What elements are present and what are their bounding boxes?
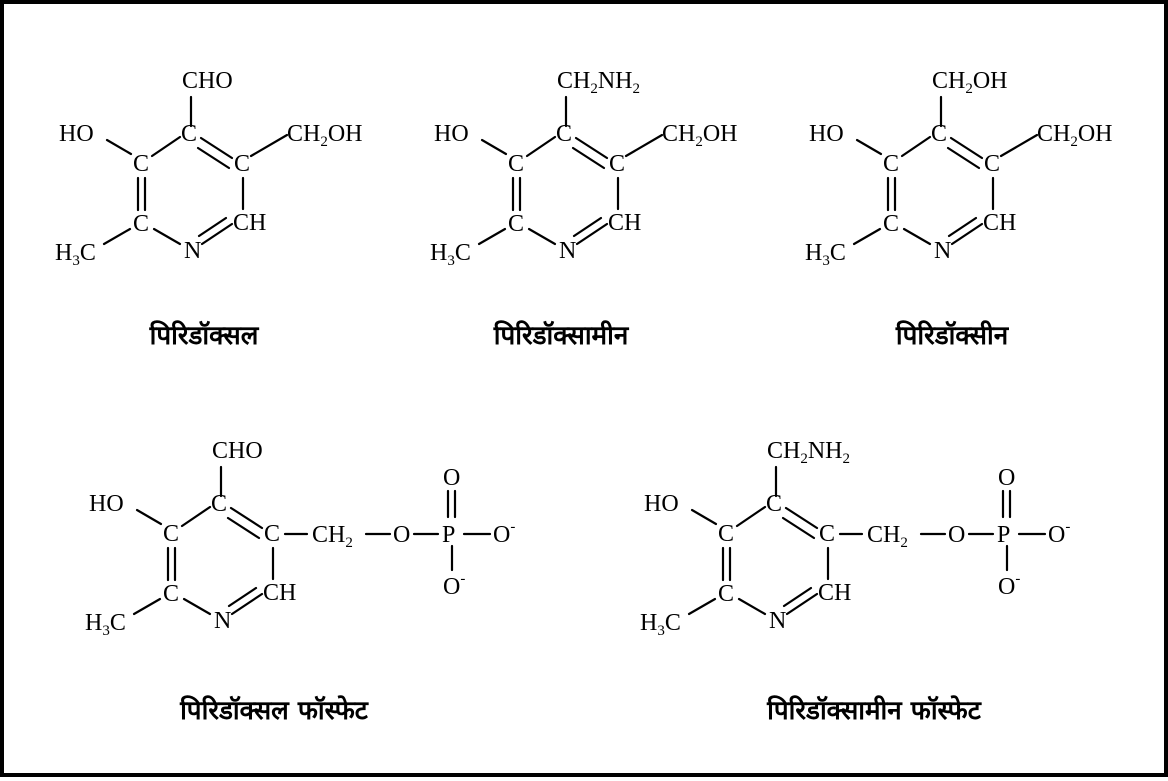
ring-atom-c2: C [163, 581, 179, 607]
caption-pyridoxal-phosphate: पिरिडॉक्सल फॉस्फेट [179, 695, 369, 726]
hydroxyl-group: HO [644, 491, 679, 517]
methylene-group: CH2 [867, 522, 908, 551]
caption-pyridoxamine-phosphate: पिरिडॉक्सामीन फॉस्फेट [766, 695, 982, 726]
ring-atom-c6: CH [263, 580, 296, 606]
hydroxyl-group: HO [809, 121, 844, 147]
molecule-pyridoxal: CHO HO C C C C N CH CH2OH H3C पिरिडॉक्सल [55, 68, 363, 351]
ring-atom-c4: C [931, 121, 947, 147]
molecule-pyridoxamine-phosphate: CH2NH2 HO C C C C N CH H3C CH2 O P O O- … [640, 438, 1070, 726]
hydroxyl-group: HO [89, 491, 124, 517]
molecule-pyridoxal-phosphate: CHO HO C C C C N CH H3C CH2 O P O O- O- [85, 438, 515, 726]
ring-atom-c3: C [133, 151, 149, 177]
side-chain-group: CH2OH [1037, 121, 1113, 150]
ring-atom-c2: C [883, 211, 899, 237]
aminomethyl-group: CH2NH2 [767, 438, 850, 467]
ring-atom-c5: C [984, 151, 1000, 177]
ring-atom-c6: CH [983, 210, 1016, 236]
methyl-group: H3C [430, 240, 471, 269]
ring-atom-c5: C [609, 151, 625, 177]
caption-pyridoxine: पिरिडॉक्सीन [895, 320, 1010, 351]
ring-atom-c3: C [718, 521, 734, 547]
ring-atom-c5: C [819, 521, 835, 547]
ester-oxygen: O [393, 522, 410, 548]
phosphoryl-oxygen: O [998, 465, 1015, 491]
hydroxyl-group: HO [59, 121, 94, 147]
anionic-oxygen-right: O- [493, 519, 515, 548]
ring-atom-c2: C [718, 581, 734, 607]
ring-atom-c4: C [556, 121, 572, 147]
caption-pyridoxamine: पिरिडॉक्सामीन [493, 320, 630, 351]
side-chain-group: CH2OH [662, 121, 738, 150]
molecule-pyridoxine: CH2OH HO C C C C N CH CH2OH H3C पिरिडॉक्… [805, 68, 1113, 351]
phosphorus-atom: P [997, 522, 1010, 548]
ring-atom-c3: C [163, 521, 179, 547]
aldehyde-group: CHO [212, 438, 263, 464]
ring-atom-c3: C [508, 151, 524, 177]
anionic-oxygen-bottom: O- [998, 571, 1020, 600]
aldehyde-group: CHO [182, 68, 233, 94]
hydroxymethyl-group: CH2OH [932, 68, 1008, 97]
structures-canvas: CHO HO C C C C N CH CH2OH H3C पिरिडॉक्सल… [55, 68, 1113, 726]
ring-atom-n1: N [769, 608, 786, 634]
ring-atom-c4: C [211, 491, 227, 517]
methyl-group: H3C [85, 610, 126, 639]
ring-atom-c6: CH [608, 210, 641, 236]
side-chain-group: CH2OH [287, 121, 363, 150]
anionic-oxygen-right: O- [1048, 519, 1070, 548]
aminomethyl-group: CH2NH2 [557, 68, 640, 97]
ring-atom-n1: N [184, 238, 201, 264]
molecule-pyridoxamine: CH2NH2 HO C C C C N CH CH2OH H3C पिरिडॉक… [430, 68, 738, 351]
phosphorus-atom: P [442, 522, 455, 548]
ring-atom-c6: CH [818, 580, 851, 606]
ring-atom-c6: CH [233, 210, 266, 236]
ring-atom-c5: C [264, 521, 280, 547]
ring-atom-n1: N [934, 238, 951, 264]
ring-atom-n1: N [214, 608, 231, 634]
ring-atom-n1: N [559, 238, 576, 264]
ring-atom-c4: C [766, 491, 782, 517]
caption-pyridoxal: पिरिडॉक्सल [149, 320, 260, 351]
ring-atom-c2: C [508, 211, 524, 237]
methyl-group: H3C [805, 240, 846, 269]
phosphoryl-oxygen: O [443, 465, 460, 491]
methyl-group: H3C [55, 240, 96, 269]
methylene-group: CH2 [312, 522, 353, 551]
ester-oxygen: O [948, 522, 965, 548]
methyl-group: H3C [640, 610, 681, 639]
ring-atom-c5: C [234, 151, 250, 177]
hydroxyl-group: HO [434, 121, 469, 147]
ring-atom-c2: C [133, 211, 149, 237]
ring-atom-c3: C [883, 151, 899, 177]
ring-atom-c4: C [181, 121, 197, 147]
anionic-oxygen-bottom: O- [443, 571, 465, 600]
